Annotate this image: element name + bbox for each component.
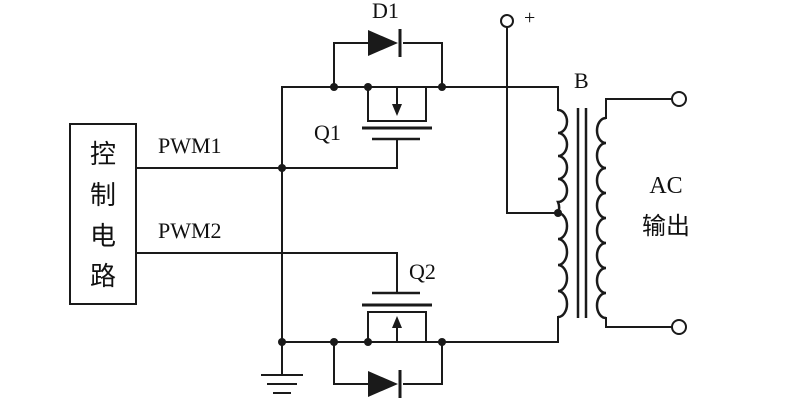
positive-terminal: [500, 14, 514, 28]
ac-output-terminal-top: [671, 91, 687, 107]
d1-label: D1: [372, 0, 399, 23]
pwm1-wire: [135, 138, 398, 169]
plus-label: +: [524, 7, 535, 29]
pwm1-label: PWM1: [158, 133, 222, 158]
control-char-3: 电: [90, 222, 116, 252]
mosfet-q2-symbol: [362, 291, 432, 343]
d2-wires: [333, 341, 443, 385]
diode-d2-symbol: [368, 370, 402, 398]
transformer-primary-coil: [556, 108, 569, 319]
pwm2-wire: [135, 252, 398, 294]
ac-output-terminal-bottom: [671, 319, 687, 335]
junction-dots: [278, 83, 562, 346]
transformer-secondary-coil: [595, 116, 607, 320]
q2-label: Q2: [409, 259, 436, 284]
pwm2-label: PWM2: [158, 218, 222, 243]
control-circuit-block: 控 制 电 路: [69, 123, 137, 305]
d1-wires: [333, 42, 443, 88]
q1-label: Q1: [314, 120, 341, 145]
control-char-1: 控: [90, 140, 116, 170]
control-char-2: 制: [90, 181, 116, 211]
control-char-4: 路: [90, 262, 116, 292]
diode-d1-symbol: [368, 29, 402, 57]
ground-symbol: [261, 374, 303, 394]
secondary-bottom-lead: [605, 317, 673, 328]
secondary-top-lead: [605, 98, 673, 119]
ac-label: AC: [649, 173, 682, 199]
mosfet-q1-symbol: [362, 86, 432, 141]
center-tap-wire: [506, 26, 559, 214]
transformer-label: B: [574, 68, 589, 93]
output-label: 输出: [642, 212, 690, 240]
